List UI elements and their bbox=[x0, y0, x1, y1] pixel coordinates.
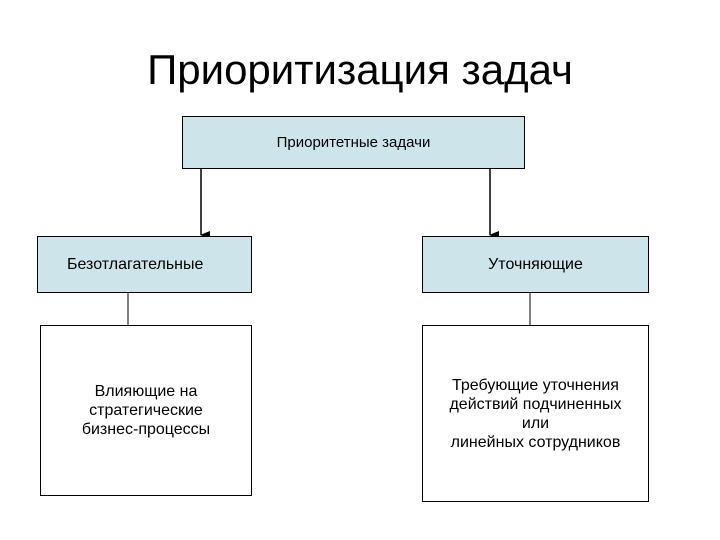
urgent-detail-node: Влияющие на стратегические бизнес-процес… bbox=[40, 325, 252, 496]
clarifying-node-label: Уточняющие bbox=[488, 255, 583, 273]
urgent-node: Безотлагательные bbox=[37, 236, 252, 293]
root-node-label: Приоритетные задачи bbox=[276, 134, 431, 151]
clarifying-detail-text: Требующие уточнения действий подчиненных… bbox=[449, 376, 622, 451]
urgent-detail-text: Влияющие на стратегические бизнес-процес… bbox=[81, 383, 211, 438]
clarifying-detail-node: Требующие уточнения действий подчиненных… bbox=[422, 325, 649, 502]
urgent-node-label: Безотлагательные bbox=[67, 255, 204, 273]
diagram-title: Приоритизация задач bbox=[147, 46, 573, 93]
clarifying-node: Уточняющие bbox=[422, 236, 649, 293]
root-node: Приоритетные задачи bbox=[182, 116, 525, 169]
